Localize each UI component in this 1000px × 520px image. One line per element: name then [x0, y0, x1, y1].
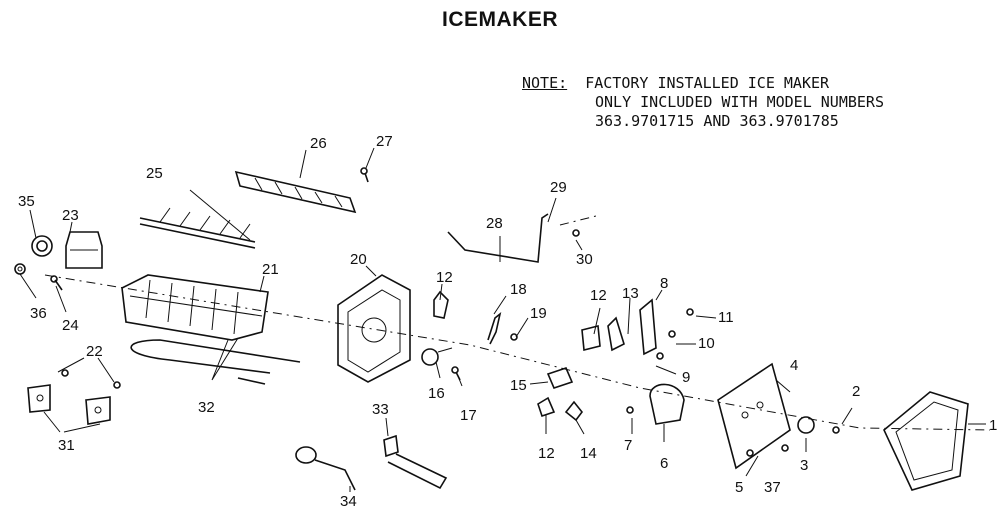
diagram-title: ICEMAKER: [441, 8, 558, 31]
callout-15: 15: [510, 377, 527, 394]
note-line-1: FACTORY INSTALLED ICE MAKER: [585, 74, 830, 92]
note-line-3: 363.9701715 AND 363.9701785: [595, 112, 839, 130]
callout-5: 5: [735, 479, 743, 496]
callout-14: 14: [580, 445, 597, 462]
note-line-2: ONLY INCLUDED WITH MODEL NUMBERS: [595, 93, 884, 111]
callout-33: 33: [372, 401, 389, 418]
part-8-bracket: [639, 298, 657, 356]
part-9-10-11-screws: [656, 308, 694, 360]
part-31-brackets: [27, 384, 111, 425]
part-33-clip: [383, 434, 399, 458]
callout-17: 17: [460, 407, 477, 424]
callout-8: 8: [660, 275, 668, 292]
callout-31: 31: [58, 437, 75, 454]
callout-7: 7: [624, 437, 632, 454]
callout-30: 30: [576, 251, 593, 268]
callout-32: 32: [198, 399, 215, 416]
part-30-screw: [572, 229, 580, 237]
callout-24: 24: [62, 317, 79, 334]
part-22-screws: [61, 369, 121, 389]
part-6-motor: [649, 383, 685, 425]
part-1-cover: [883, 391, 969, 491]
callout-37: 37: [764, 479, 781, 496]
callout-11: 11: [718, 309, 734, 326]
callout-35: 35: [18, 193, 35, 210]
part-7-screw: [626, 406, 634, 414]
callout-9: 9: [682, 369, 690, 386]
part-24-screw: [50, 275, 63, 291]
callout-27: 27: [376, 133, 393, 150]
callout-6: 6: [660, 455, 668, 472]
part-25-ejector: [139, 207, 256, 249]
part-3-knob: [797, 416, 815, 434]
factory-note: NOTE: FACTORY INSTALLED ICE MAKER ONLY I…: [522, 74, 884, 131]
part-36-nut: [14, 263, 26, 275]
callout-4: 4: [790, 357, 798, 374]
callout-20: 20: [350, 251, 367, 268]
part-21-mold: [121, 274, 269, 341]
callout-34: 34: [340, 493, 357, 510]
callout-12-lower: 12: [538, 445, 555, 462]
callout-22: 22: [86, 343, 103, 360]
callout-2: 2: [852, 383, 860, 400]
part-18-lever: [487, 311, 502, 345]
part-12-switch-middle: [581, 324, 601, 352]
assembly-axis: [44, 274, 991, 431]
callout-12-middle: 12: [590, 287, 607, 304]
part-23-fill-cup: [65, 231, 103, 269]
part-37-nut: [781, 444, 789, 452]
part-13-spring: [607, 316, 625, 352]
part-4-mounting-plate: [717, 362, 791, 470]
part-2-screw: [832, 426, 840, 434]
assembly-axis-upper: [559, 214, 601, 226]
part-35-seal: [31, 235, 53, 257]
callout-19: 19: [530, 305, 547, 322]
note-header: NOTE:: [522, 74, 568, 92]
part-5-screw: [746, 449, 754, 457]
part-32-heater: [130, 339, 301, 385]
part-16-motor: [421, 347, 453, 366]
leader-lines: [19, 147, 986, 492]
callout-12-upper: 12: [436, 269, 453, 286]
part-26-stripper: [234, 170, 357, 214]
callout-23: 23: [62, 207, 79, 224]
part-12-lever-upper: [433, 290, 449, 319]
part-28-shutoff-arm: [447, 213, 549, 263]
callout-29: 29: [550, 179, 567, 196]
callout-3: 3: [800, 457, 808, 474]
callout-1: 1: [989, 417, 997, 434]
part-19-screw: [510, 333, 518, 341]
callout-18: 18: [510, 281, 527, 298]
callout-labels: 1 2 3 4 5 6 7 8 9 10 11 12 12 12 13 14 1…: [18, 133, 997, 510]
callout-28: 28: [486, 215, 503, 232]
part-20-housing: [337, 274, 411, 383]
part-14-clip: [564, 400, 584, 422]
callout-10: 10: [698, 335, 715, 352]
part-12-lever-lower: [537, 396, 556, 418]
callout-25: 25: [146, 165, 163, 182]
callout-16: 16: [428, 385, 445, 402]
part-34-fill-tube: [295, 446, 448, 491]
callout-13: 13: [622, 285, 639, 302]
callout-36: 36: [30, 305, 47, 322]
callout-21: 21: [262, 261, 279, 278]
part-27-screw: [360, 167, 369, 183]
part-15-thermostat: [546, 367, 574, 389]
callout-26: 26: [310, 135, 327, 152]
